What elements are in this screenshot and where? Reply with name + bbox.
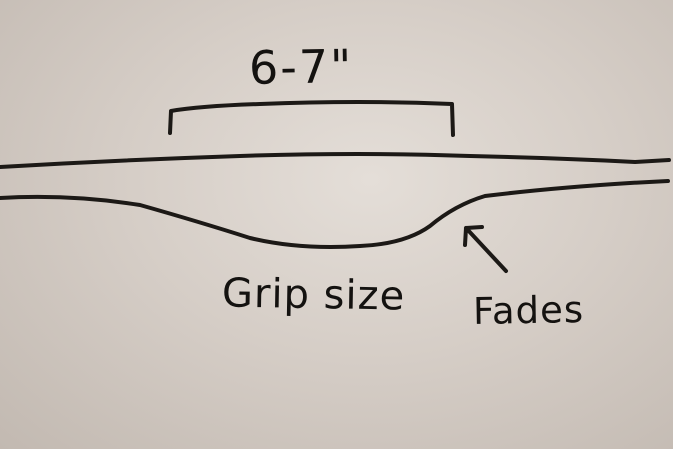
grip-size-label: Grip size bbox=[221, 270, 406, 320]
blade-top-edge bbox=[0, 152, 671, 169]
fades-label: Fades bbox=[472, 288, 585, 333]
dimension-label: 6-7" bbox=[248, 39, 354, 95]
blade-bottom-edge-grip bbox=[0, 179, 670, 249]
fades-arrow-icon bbox=[463, 225, 508, 273]
dimension-bracket bbox=[168, 100, 455, 137]
